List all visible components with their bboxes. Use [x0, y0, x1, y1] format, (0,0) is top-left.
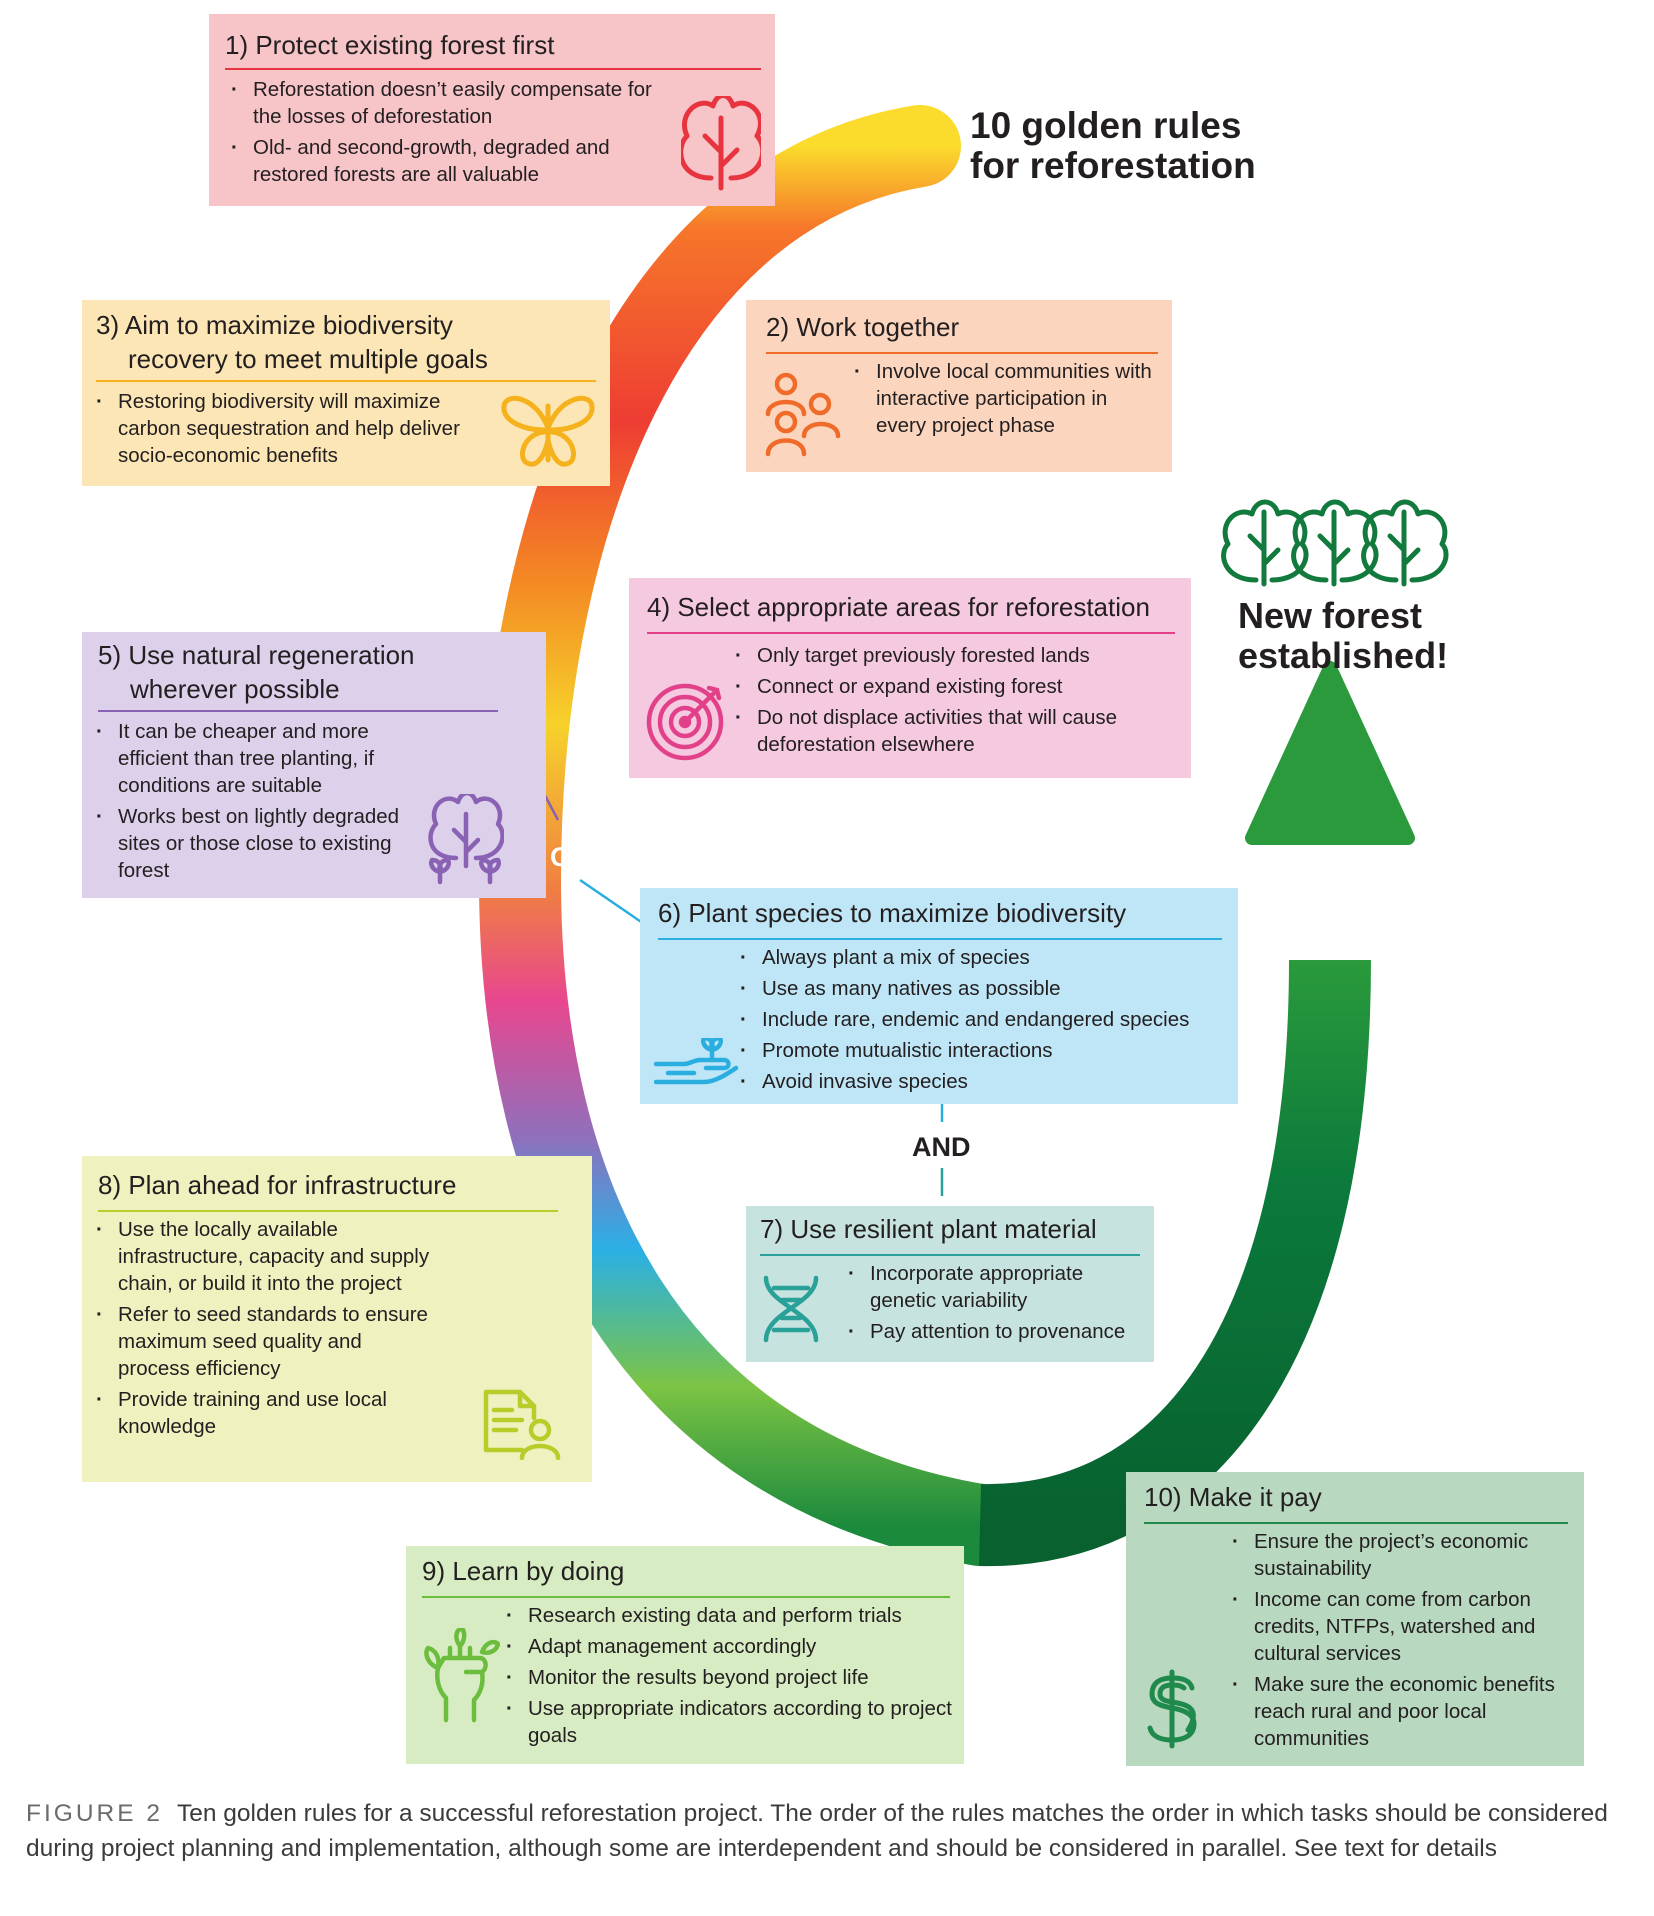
- rule-6-divider: [658, 938, 1222, 940]
- rule-2-bullets: Involve local communities with interacti…: [848, 358, 1158, 443]
- rule-3-heading: 3) Aim to maximize biodiversity recovery…: [96, 308, 488, 376]
- rule-8-bullet: Refer to seed standards to ensure maximu…: [90, 1301, 430, 1382]
- rule-7-box: 7) Use resilient plant material Incorpor…: [746, 1206, 1154, 1362]
- hand-seedling-icon: [654, 1038, 739, 1085]
- rule-10-divider: [1144, 1522, 1568, 1524]
- rule-4-bullet: Connect or expand existing forest: [729, 673, 1159, 700]
- rule-6-heading: 6) Plant species to maximize biodiversit…: [658, 898, 1127, 928]
- title-line-2: for reforestation: [970, 145, 1256, 186]
- rule-10-bullets: Ensure the project’s economic sustainabi…: [1226, 1528, 1582, 1756]
- regeneration-tree-icon: [428, 794, 504, 885]
- rule-9-bullet: Use appropriate indicators according to …: [500, 1695, 960, 1749]
- rule-7-bullet: Incorporate appropriate genetic variabil…: [842, 1260, 1152, 1314]
- rule-6-bullet: Use as many natives as possible: [734, 975, 1234, 1002]
- rule-5-box: 5) Use natural regeneration wherever pos…: [82, 632, 546, 898]
- rule-5-bullet: It can be cheaper and more efficient tha…: [90, 718, 420, 799]
- rule-6-bullet: Always plant a mix of species: [734, 944, 1234, 971]
- rule-7-bullet: Pay attention to provenance: [842, 1318, 1152, 1345]
- dollar-icon: [1147, 1669, 1197, 1749]
- rule-8-box: 8) Plan ahead for infrastructure Use the…: [82, 1156, 592, 1482]
- rule-1-divider: [225, 68, 761, 70]
- rule-1-bullets: Reforestation doesn’t easily compensate …: [225, 76, 665, 192]
- rule-9-bullets: Research existing data and perform trial…: [500, 1602, 960, 1753]
- rule-5-heading-line-2: wherever possible: [130, 674, 340, 704]
- rule-3-bullets: Restoring biodiversity will maximize car…: [90, 388, 490, 473]
- rule-5-bullet: Works best on lightly degraded sites or …: [90, 803, 420, 884]
- rule-1-bullet: Old- and second-growth, degraded and res…: [225, 134, 665, 188]
- document-person-icon: [483, 1389, 561, 1460]
- rule-6-bullet: Include rare, endemic and endangered spe…: [734, 1006, 1234, 1033]
- or-label: OR: [550, 842, 591, 872]
- rule-9-box: 9) Learn by doing Research existing data…: [406, 1546, 964, 1764]
- rule-6-bullets: Always plant a mix of species Use as man…: [734, 944, 1234, 1099]
- rule-6-box: 6) Plant species to maximize biodiversit…: [640, 888, 1238, 1104]
- rule-9-bullet: Research existing data and perform trial…: [500, 1602, 960, 1629]
- rule-6-bullet: Avoid invasive species: [734, 1068, 1234, 1095]
- rule-1-heading: 1) Protect existing forest first: [225, 30, 555, 60]
- green-arrow-shaft: [979, 959, 1371, 1567]
- new-forest-line-2: established!: [1238, 635, 1449, 676]
- rule-10-bullet: Ensure the project’s economic sustainabi…: [1226, 1528, 1582, 1582]
- new-forest-line-1: New forest: [1238, 595, 1423, 636]
- rule-10-box: 10) Make it pay Ensure the project’s eco…: [1126, 1472, 1584, 1766]
- diagram-title: 10 golden rules for reforestation: [970, 106, 1256, 186]
- rule-7-heading: 7) Use resilient plant material: [760, 1214, 1097, 1244]
- target-icon: [646, 683, 724, 761]
- figure-caption-text: Ten golden rules for a successful refore…: [26, 1800, 1608, 1862]
- green-arrow-head: [1245, 661, 1415, 845]
- rule-3-box: 3) Aim to maximize biodiversity recovery…: [82, 300, 610, 486]
- rule-8-bullet: Provide training and use local knowledge: [90, 1386, 430, 1440]
- rule-5-heading: 5) Use natural regeneration wherever pos…: [98, 638, 415, 706]
- rule-9-bullet: Adapt management accordingly: [500, 1633, 960, 1660]
- tree-icon: [681, 96, 761, 191]
- people-icon: [765, 372, 841, 457]
- or-connector-line-bottom: [579, 878, 651, 930]
- rule-8-bullets: Use the locally available infrastructure…: [90, 1216, 430, 1444]
- rule-4-divider: [647, 632, 1175, 634]
- new-forest-label: New forest established!: [1238, 596, 1448, 676]
- rule-3-heading-line-1: 3) Aim to maximize biodiversity: [96, 310, 453, 340]
- rule-9-heading: 9) Learn by doing: [422, 1556, 625, 1586]
- rule-8-heading: 8) Plan ahead for infrastructure: [98, 1170, 457, 1200]
- rule-9-divider: [422, 1596, 950, 1598]
- rule-4-bullet: Do not displace activities that will cau…: [729, 704, 1159, 758]
- rule-2-box: 2) Work together Involve local communiti…: [746, 300, 1172, 472]
- rule-7-divider: [760, 1254, 1140, 1256]
- rule-8-bullet: Use the locally available infrastructure…: [90, 1216, 430, 1297]
- rule-3-bullet: Restoring biodiversity will maximize car…: [90, 388, 490, 469]
- rule-4-heading: 4) Select appropriate areas for reforest…: [647, 592, 1150, 622]
- rule-3-heading-line-2: recovery to meet multiple goals: [128, 344, 488, 374]
- rule-4-bullet: Only target previously forested lands: [729, 642, 1159, 669]
- fist-leaves-icon: [424, 1628, 500, 1723]
- and-label: AND: [912, 1132, 971, 1162]
- rule-5-divider: [98, 710, 498, 712]
- three-trees-icon: [1221, 499, 1449, 587]
- rule-5-bullets: It can be cheaper and more efficient tha…: [90, 718, 420, 888]
- rule-10-bullet: Income can come from carbon credits, NTF…: [1226, 1586, 1582, 1667]
- rule-4-box: 4) Select appropriate areas for reforest…: [629, 578, 1191, 778]
- rule-4-bullets: Only target previously forested lands Co…: [729, 642, 1159, 762]
- rule-10-bullet: Make sure the economic benefits reach ru…: [1226, 1671, 1582, 1752]
- rule-5-heading-line-1: 5) Use natural regeneration: [98, 640, 415, 670]
- rule-2-divider: [766, 352, 1158, 354]
- title-line-1: 10 golden rules: [970, 105, 1242, 146]
- rule-3-divider: [96, 380, 596, 382]
- rule-9-bullet: Monitor the results beyond project life: [500, 1664, 960, 1691]
- rule-10-heading: 10) Make it pay: [1144, 1482, 1322, 1512]
- rule-7-bullets: Incorporate appropriate genetic variabil…: [842, 1260, 1152, 1349]
- rule-2-heading: 2) Work together: [766, 312, 960, 342]
- rule-1-bullet: Reforestation doesn’t easily compensate …: [225, 76, 665, 130]
- butterfly-icon: [501, 395, 595, 467]
- rule-2-bullet: Involve local communities with interacti…: [848, 358, 1158, 439]
- rule-8-divider: [98, 1210, 558, 1212]
- rule-1-box: 1) Protect existing forest first Refores…: [209, 14, 775, 206]
- rule-6-bullet: Promote mutualistic interactions: [734, 1037, 1234, 1064]
- dna-icon: [763, 1275, 819, 1343]
- figure-label: FIGURE 2: [26, 1800, 163, 1827]
